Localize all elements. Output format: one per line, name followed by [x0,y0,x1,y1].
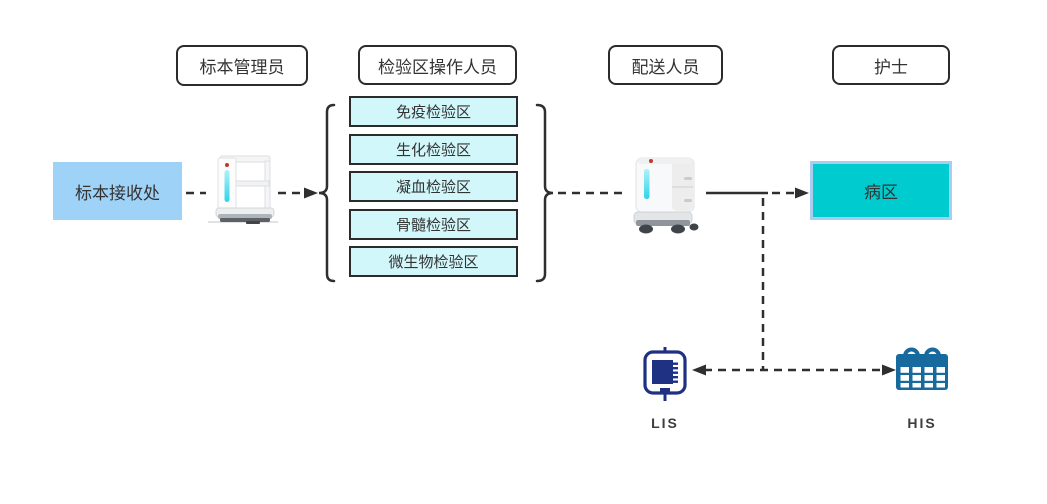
role-box-delivery-staff: 配送人员 [608,45,723,85]
role-box-nurse: 护士 [832,45,950,85]
robot-status-light [225,163,229,167]
calendar-icon [896,347,948,390]
robot-led-strip [644,169,650,199]
ward-box: 病区 [810,161,952,220]
test-area-box-immunology: 免疫检验区 [349,96,518,127]
robot-status-light [649,159,653,163]
test-area-label: 骨髓检验区 [395,217,471,234]
test-area-label: 免疫检验区 [395,104,471,121]
cabinet-delivery-robot-image [633,157,699,234]
test-area-label: 凝血检验区 [395,179,471,196]
open-shelf-delivery-robot-image [215,155,275,224]
specimen-reception-box: 标本接收处 [53,162,182,220]
role-box-test-area-operator: 检验区操作人员 [358,45,517,85]
test-area-label: 微生物检验区 [388,254,479,271]
right-brace [535,103,554,283]
left-brace [318,103,336,283]
arrow-lis-his [692,364,896,376]
arrow-robot2-to-ward [706,187,809,199]
test-area-box-microbiology: 微生物检验区 [349,246,518,277]
his-label: HIS [907,415,937,431]
role-box-specimen-manager: 标本管理员 [176,45,308,86]
test-area-box-bone-marrow: 骨髓检验区 [349,209,518,240]
reception-label: 标本接收处 [75,183,160,203]
test-area-box-coagulation: 凝血检验区 [349,171,518,202]
role-label: 配送人员 [631,57,700,77]
role-label: 护士 [874,57,908,77]
specimen-bag-icon [643,347,687,401]
role-label: 检验区操作人员 [378,57,497,77]
robot-led-strip [224,170,230,202]
arrow-robot1-to-test-areas [278,187,318,199]
test-area-box-biochemistry: 生化检验区 [349,134,518,165]
ward-label: 病区 [864,183,898,202]
role-label: 标本管理员 [199,58,285,77]
test-area-label: 生化检验区 [395,142,471,159]
lis-label: LIS [651,415,679,431]
